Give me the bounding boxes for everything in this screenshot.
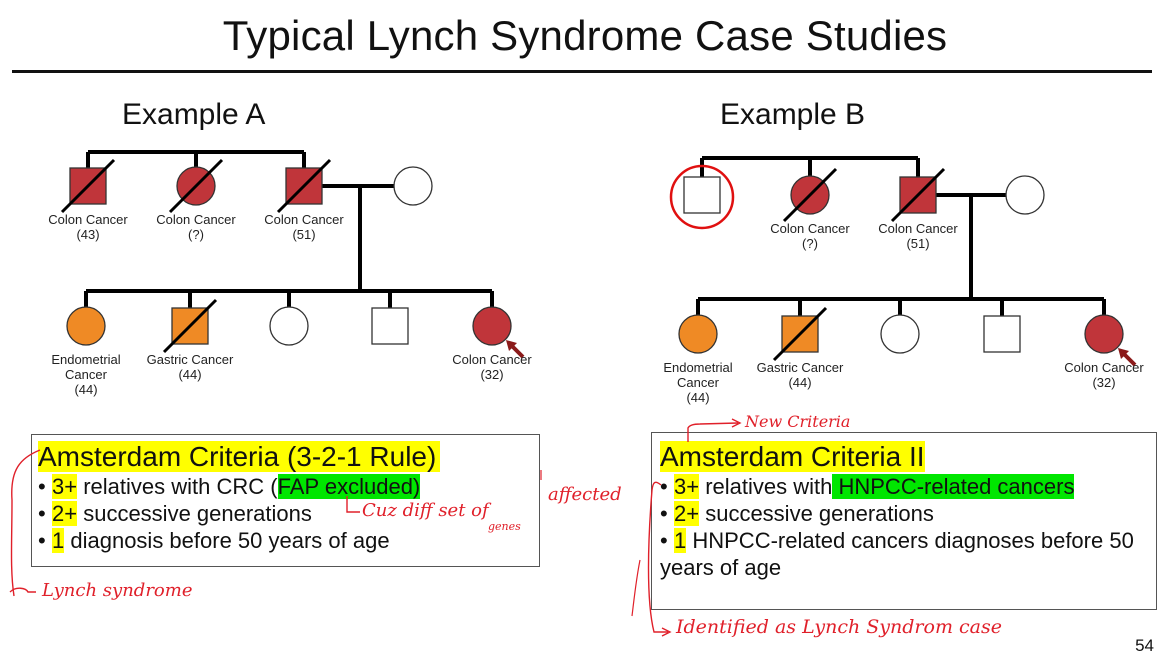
female-unaffected-symbol: [393, 166, 433, 206]
annotation-cuz-diff: Cuz diff set of: [362, 500, 489, 521]
criteria-box-b: Amsterdam Criteria II •3+ relatives with…: [651, 432, 1157, 610]
deceased-slash: [890, 167, 946, 223]
diagnosis-label: Gastric Cancer: [757, 360, 844, 375]
female-unaffected-symbol: [1005, 175, 1045, 215]
slide-title: Typical Lynch Syndrome Case Studies: [222, 12, 948, 59]
proband-arrow-head: [506, 340, 517, 351]
male-unaffected-symbol: [683, 176, 721, 214]
diagnosis-label: Cancer: [677, 375, 720, 390]
diagnosis-label: Gastric Cancer: [147, 352, 234, 367]
criteria-b-item: •2+ successive generations: [660, 501, 934, 526]
diagnosis-label: Colon Cancer: [452, 352, 532, 367]
criteria-a-item: •2+ successive generations: [38, 501, 312, 526]
deceased-slash: [162, 298, 218, 354]
deceased-slash: [60, 158, 116, 214]
age-label: (32): [1092, 375, 1115, 390]
criteria-b-item: •3+ relatives with HNPCC-related cancers: [660, 474, 1075, 499]
ink-bracket-b: [647, 481, 668, 633]
age-label: (51): [292, 227, 315, 242]
criteria-a-item: •1 diagnosis before 50 years of age: [38, 528, 390, 553]
example-b-label: Example B: [720, 98, 866, 131]
female-other-symbol: [66, 306, 106, 346]
annotation-affected: affected: [548, 484, 622, 505]
criteria-box-a: Amsterdam Criteria (3-2-1 Rule) •3+ rela…: [31, 434, 540, 567]
ink-arrow-a: [9, 587, 36, 593]
age-label: (43): [76, 227, 99, 242]
page-number: 54: [1135, 636, 1154, 655]
age-label: (51): [906, 236, 929, 251]
diagnosis-label: Endometrial: [51, 352, 120, 367]
female-colon-symbol: [1084, 314, 1124, 354]
age-label: (32): [480, 367, 503, 382]
highlight-circle: [669, 164, 735, 230]
annotation-identified-lynch: Identified as Lynch Syndrom case: [676, 616, 1002, 638]
criteria-a-item: •3+ relatives with CRC (FAP excluded): [38, 474, 421, 499]
criteria-a-title: Amsterdam Criteria (3-2-1 Rule): [38, 441, 539, 473]
age-label: (44): [788, 375, 811, 390]
diagnosis-label: Colon Cancer: [1064, 360, 1144, 375]
deceased-slash: [782, 167, 838, 223]
diagnosis-label: Colon Cancer: [156, 212, 236, 227]
diagnosis-label: Colon Cancer: [48, 212, 128, 227]
example-a-label: Example A: [122, 98, 266, 131]
annotation-new-criteria: New Criteria: [745, 412, 851, 431]
diagnosis-label: Colon Cancer: [770, 221, 850, 236]
criteria-b-title: Amsterdam Criteria II: [660, 441, 925, 472]
female-other-symbol: [678, 314, 718, 354]
male-unaffected-symbol: [371, 307, 409, 345]
age-label: (44): [178, 367, 201, 382]
diagnosis-label: Colon Cancer: [264, 212, 344, 227]
female-colon-symbol: [472, 306, 512, 346]
female-unaffected-symbol: [880, 314, 920, 354]
diagnosis-label: Endometrial: [663, 360, 732, 375]
pedigree-example-b: Colon Cancer(?)Colon Cancer(51)Endometri…: [663, 156, 1144, 405]
age-label: (?): [802, 236, 818, 251]
ink-arrow-new-criteria: [687, 422, 739, 442]
deceased-slash: [168, 158, 224, 214]
male-unaffected-symbol: [983, 315, 1021, 353]
age-label: (44): [686, 390, 709, 405]
criteria-b-item-continued: years of age: [660, 555, 782, 580]
ink-hook-fap: [346, 496, 360, 513]
female-unaffected-symbol: [269, 306, 309, 346]
criteria-b-item: •1 HNPCC-related cancers diagnoses befor…: [660, 528, 1134, 553]
diagnosis-label: Cancer: [65, 367, 108, 382]
age-label: (?): [188, 227, 204, 242]
deceased-slash: [772, 306, 828, 362]
annotation-genes: genes: [488, 520, 521, 533]
age-label: (44): [74, 382, 97, 397]
pedigree-example-a: Colon Cancer(43)Colon Cancer(?)Colon Can…: [48, 150, 532, 397]
annotation-lynch-syndrome: Lynch syndrome: [42, 580, 193, 601]
proband-arrow-head: [1118, 348, 1129, 359]
diagnosis-label: Colon Cancer: [878, 221, 958, 236]
title-divider: [12, 70, 1152, 73]
ink-bracket-a: [10, 449, 41, 597]
deceased-slash: [276, 158, 332, 214]
